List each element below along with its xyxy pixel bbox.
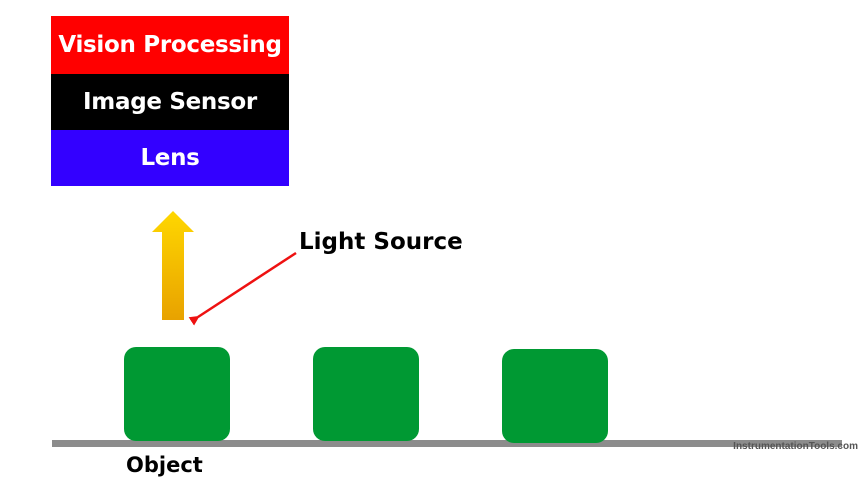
- watermark: InstrumentationTools.com: [733, 441, 858, 452]
- vision-system-stack: Vision Processing Image Sensor Lens: [51, 16, 289, 186]
- object-box-2: [313, 347, 419, 441]
- lens-layer: Lens: [51, 130, 289, 186]
- light-source-label: Light Source: [299, 229, 463, 255]
- light-direction-arrow-icon: [152, 211, 194, 320]
- conveyor-ground-line: [52, 440, 842, 447]
- vision-processing-layer: Vision Processing: [51, 16, 289, 74]
- object-box-1: [124, 347, 230, 441]
- object-label: Object: [126, 453, 203, 477]
- image-sensor-layer: Image Sensor: [51, 74, 289, 130]
- light-source-pointer-icon: [188, 251, 297, 326]
- object-box-3: [502, 349, 608, 443]
